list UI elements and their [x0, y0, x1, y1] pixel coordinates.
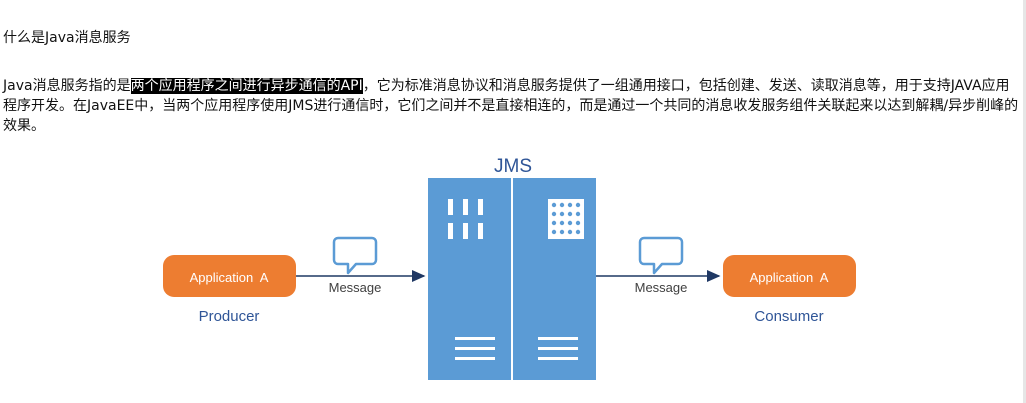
consumer-label: Consumer	[754, 308, 823, 325]
server-lines-icon	[455, 337, 578, 360]
jms-label: JMS	[494, 156, 532, 177]
consumer-app-label: Application A	[750, 270, 829, 285]
page-title: 什么是Java消息服务	[3, 30, 131, 46]
window-edge	[1023, 0, 1026, 403]
paragraph-text-before: Java消息服务指的是	[3, 78, 131, 94]
paragraph-text-after: ，它为标准消息协议和消息服务提供了一组通用接口，包括创建、发送、读取消息等，用于…	[3, 78, 1019, 134]
producer-label: Producer	[199, 308, 260, 325]
intro-paragraph: Java消息服务指的是两个应用程序之间进行异步通信的API，它为标准消息协议和消…	[3, 76, 1021, 136]
message-bubble-icon	[638, 236, 684, 275]
jms-diagram: JMS	[163, 156, 856, 380]
message-bubble-icon	[332, 236, 378, 275]
jms-server	[428, 178, 596, 380]
consumer-app-box: Application A	[723, 255, 856, 297]
server-grid-icon	[548, 199, 584, 239]
message-label-left: Message	[329, 280, 382, 295]
server-bars-icon	[448, 199, 483, 239]
highlighted-text: 两个应用程序之间进行异步通信的API	[130, 78, 363, 94]
producer-app-label: Application A	[190, 270, 269, 285]
message-label-right: Message	[635, 280, 688, 295]
producer-app-box: Application A	[163, 255, 296, 297]
